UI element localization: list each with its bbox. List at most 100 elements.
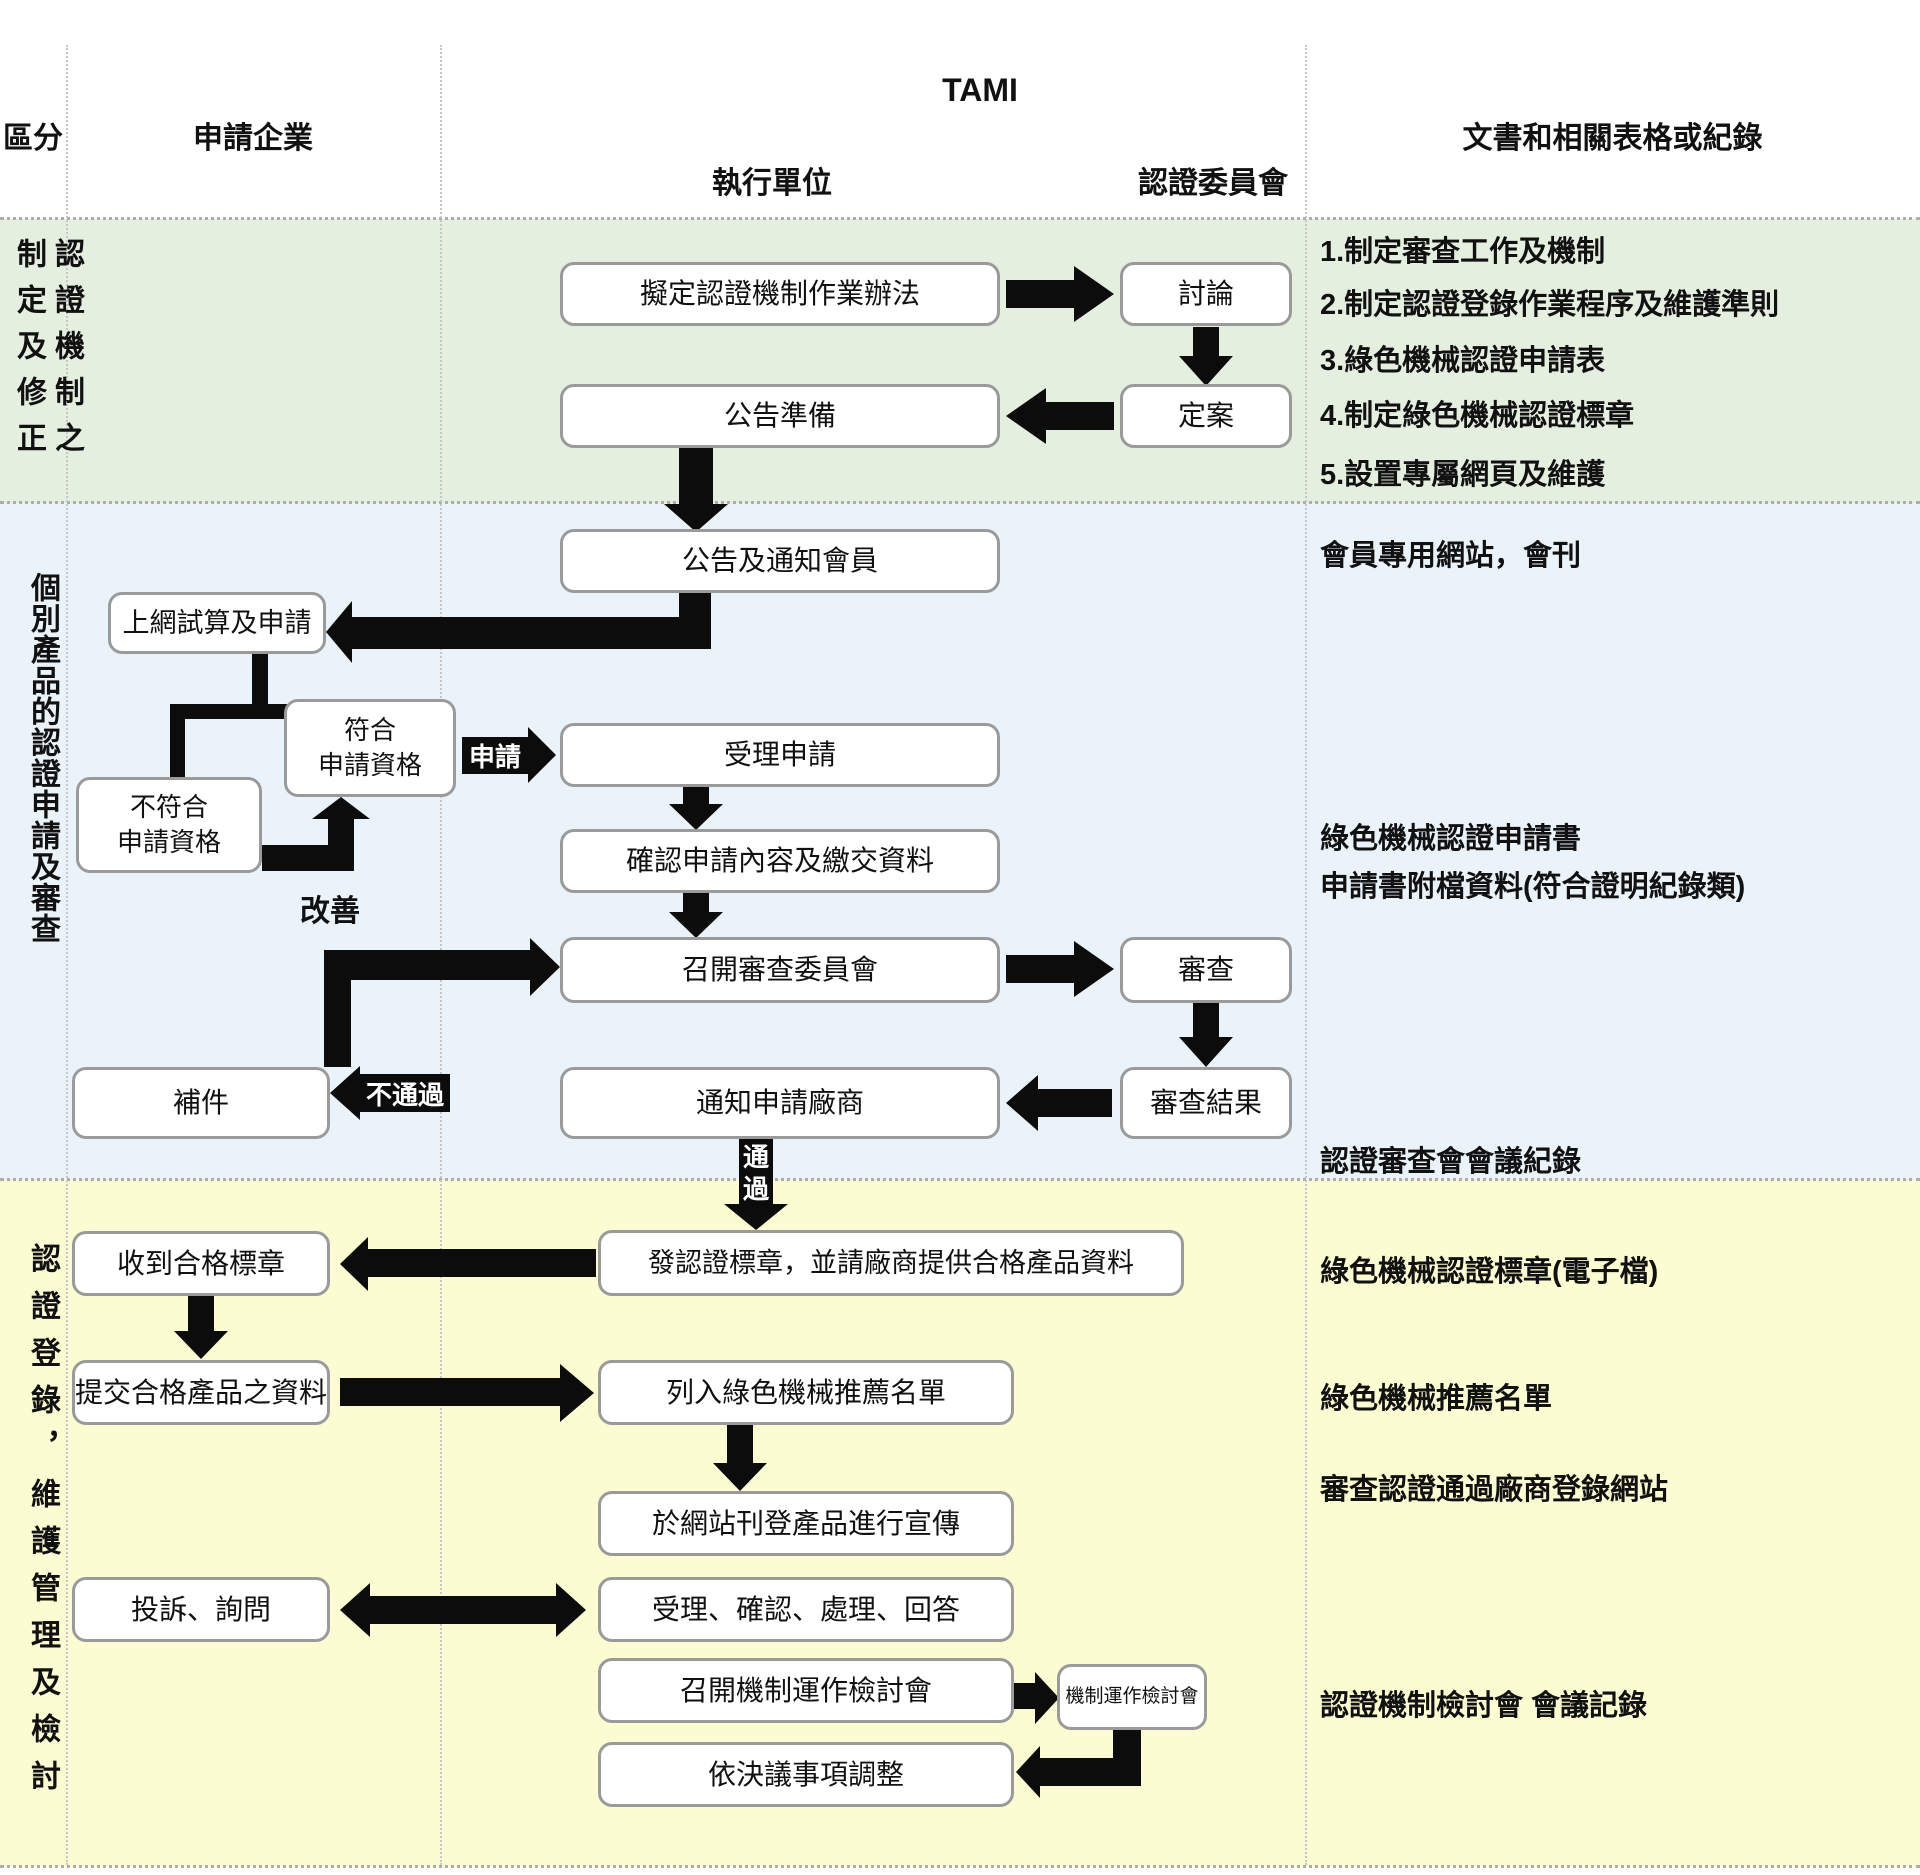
node-review: 審查 [1120,937,1292,1003]
node-notify-applicant: 通知申請廠商 [560,1067,1000,1139]
doc-application-form: 綠色機械認證申請書 [1320,823,1582,855]
band-divider-top [0,217,1920,220]
header-org: TAMI [942,72,1018,108]
connector-trial-bar [170,704,316,719]
arrow-accept-confirm-shaft [683,787,709,804]
arrow-receive-submit-head [174,1331,228,1359]
arrow-confirm-convene-head [669,912,723,938]
doc-registry-site: 審查認證通過廠商登錄網站 [1320,1474,1669,1506]
doc-mark-file: 綠色機械認證標章(電子檔) [1320,1256,1659,1288]
arrow-discuss-finalize-head [1179,356,1233,386]
label-fail: 不通過 [360,1074,450,1112]
node-convene-mechanism: 召開機制運作檢討會 [598,1658,1014,1723]
doc-member-site: 會員專用網站，會刊 [1320,540,1582,572]
arrow-result-notify-head [1006,1075,1038,1131]
header-region: 區分 [3,122,63,155]
band-mechanism-label-left: 制定及修正 [12,238,45,468]
doc-mechanism-4: 4.制定綠色機械認證標章 [1320,400,1635,432]
doc-mechanism-2: 2.制定認證登錄作業程序及維護準則 [1320,289,1780,321]
label-apply: 申請 [462,737,528,774]
label-pass: 通 過 [739,1139,773,1207]
arrow-confirm-convene-shaft [683,893,709,912]
arrow-discuss-finalize-shaft [1193,327,1219,356]
arrow-issue-receive-shaft [368,1249,596,1277]
node-finalize: 定案 [1120,384,1292,448]
arrow-supplement-h [324,950,530,980]
node-draft-method: 擬定認證機制作業辦法 [560,262,1000,326]
doc-attachments: 申請書附檔資料(符合證明紀錄類) [1320,871,1746,903]
node-confirm-content: 確認申請內容及繳交資料 [560,829,1000,893]
arrow-review-result-shaft [1193,1003,1219,1037]
arrow-finalize-prep-shaft [1046,402,1114,430]
node-discuss: 討論 [1120,262,1292,326]
node-not-qualified: 不符合 申請資格 [76,777,262,873]
doc-mechanism-1: 1.制定審查工作及機制 [1320,236,1606,268]
doc-recommend-list: 綠色機械推薦名單 [1320,1383,1553,1415]
arrow-accept-confirm-head [669,804,723,830]
band-divider-low [0,1178,1920,1181]
arrow-result-notify-shaft [1038,1089,1112,1117]
column-divider-1 [66,45,68,1865]
header-committee: 認證委員會 [1138,167,1288,200]
arrow-complaints-shaft [370,1596,556,1624]
label-improve: 改善 [300,895,360,928]
arrow-pass-head [724,1204,788,1230]
arrow-supplement-head [530,938,560,996]
doc-mechanism-3: 3.綠色機械認證申請表 [1320,345,1606,377]
arrow-convene-review-shaft [1006,955,1074,983]
node-qualified: 符合 申請資格 [284,699,456,797]
band-divider-mid [0,501,1920,504]
doc-mechanism-minutes: 認證機制檢討會 會議記錄 [1320,1690,1648,1722]
arrow-convene-meeting-shaft [1014,1683,1035,1709]
arrow-apply-head [528,727,556,783]
band-mechanism-label-right: 認證機制之 [50,238,83,468]
header-documents: 文書和相關表格或紀錄 [1462,122,1763,155]
arrow-convene-meeting-head [1035,1672,1059,1724]
node-issue-mark: 發認證標章，並請廠商提供合格產品資料 [598,1230,1184,1296]
node-announce-notify: 公告及通知會員 [560,529,1000,593]
arrow-improve-v [328,819,354,849]
connector-trial-left [170,719,185,779]
arrow-issue-receive-head [340,1237,368,1291]
node-mechanism-meeting: 機制運作檢討會 [1057,1664,1207,1730]
node-publicize: 於網站刊登產品進行宣傳 [598,1491,1014,1556]
arrow-convene-review-head [1074,941,1114,997]
node-announce-prep: 公告準備 [560,384,1000,448]
header-applicant: 申請企業 [193,122,313,155]
node-review-result: 審查結果 [1120,1067,1292,1139]
arrow-listed-publicize-shaft [727,1425,753,1463]
arrow-receive-submit-shaft [188,1296,214,1331]
arrow-submit-listed-head [560,1364,594,1422]
arrow-draft-discuss-shaft [1006,280,1074,308]
arrow-fail-head [330,1066,360,1120]
arrow-notify-trial-h [348,617,711,649]
column-divider-3 [1305,45,1307,1865]
header-exec-unit: 執行單位 [712,167,832,200]
arrow-complaints-left-head [340,1583,370,1637]
connector-trial-stem [252,654,268,719]
arrow-review-result-head [1179,1037,1233,1067]
node-receive-mark: 收到合格標章 [72,1231,330,1296]
node-handle: 受理、確認、處理、回答 [598,1577,1014,1642]
arrow-improve-head [312,797,370,819]
arrow-meeting-adjust-head [1016,1746,1040,1798]
node-complaints: 投訴、詢問 [72,1577,330,1642]
arrow-notify-trial-head [326,601,352,663]
band-product-label: 個別產品的認證申請及審查 [26,572,59,944]
arrow-meeting-adjust-h [1040,1758,1141,1786]
arrow-draft-discuss-head [1074,266,1114,322]
arrow-complaints-right-head [556,1583,586,1637]
doc-mechanism-5: 5.設置專屬網頁及維護 [1320,459,1606,491]
node-adjust: 依決議事項調整 [598,1742,1014,1807]
arrow-submit-listed-shaft [340,1378,560,1406]
arrow-finalize-prep-head [1006,388,1046,444]
node-online-trial: 上網試算及申請 [108,592,326,654]
band-registry-label: 認證登錄，維護管理及檢討 [26,1243,59,1807]
node-supplement: 補件 [72,1067,330,1139]
arrow-prep-announce-shaft [679,448,713,504]
arrow-improve-h [262,845,354,871]
node-listed: 列入綠色機械推薦名單 [598,1360,1014,1425]
doc-review-minutes: 認證審查會會議紀錄 [1320,1146,1582,1178]
node-convene-review: 召開審查委員會 [560,937,1000,1003]
